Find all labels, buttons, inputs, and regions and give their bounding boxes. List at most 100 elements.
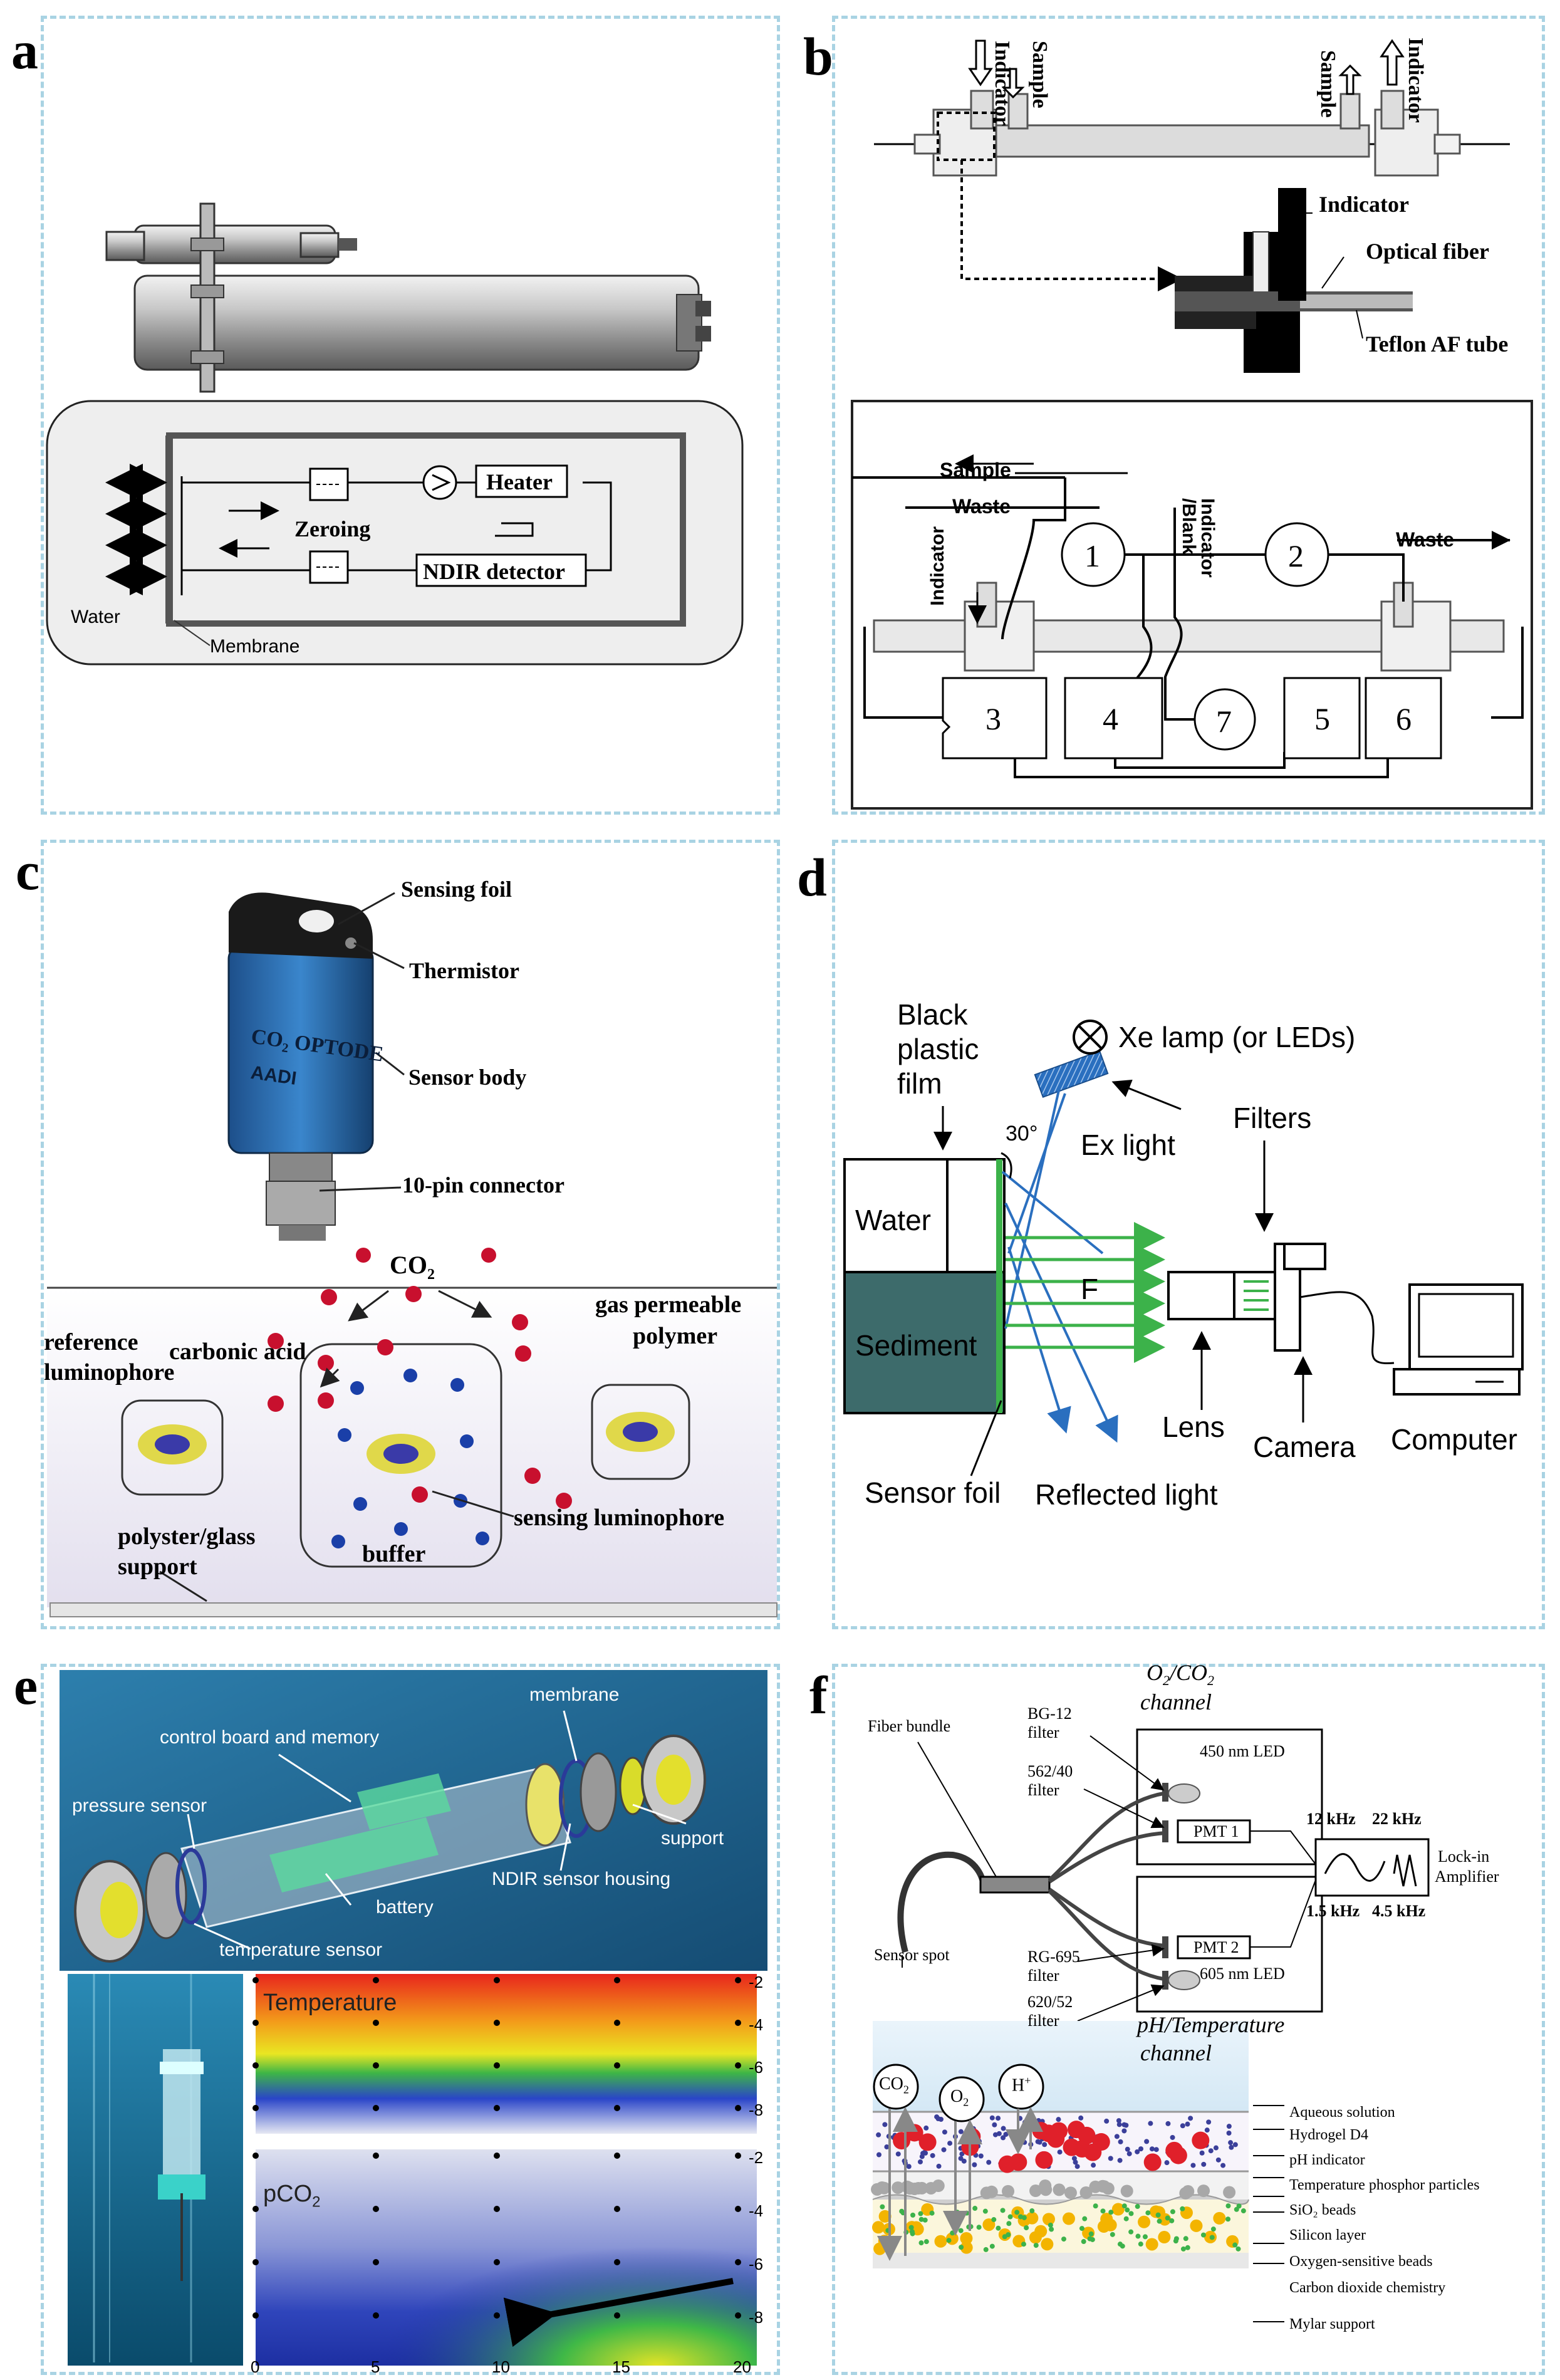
layer-particle	[1190, 2163, 1196, 2168]
layer-label: Carbon dioxide chemistry	[1289, 2280, 1446, 2296]
led450-label: 450 nm LED	[1200, 1742, 1285, 1760]
sample-top-right: Sample	[1316, 50, 1339, 118]
panel-d-frame	[832, 840, 1545, 1629]
pco2-y-tick: -4	[749, 2201, 764, 2220]
layer-particle	[1215, 2157, 1221, 2163]
layer-particle	[936, 2163, 942, 2169]
layer-particle	[1079, 2226, 1084, 2231]
layer-particle	[1223, 2186, 1236, 2199]
reference-luminophore-label-1: reference	[44, 1329, 138, 1355]
layer-particle	[1041, 2238, 1054, 2251]
layer-particle	[1104, 2218, 1117, 2231]
layer-particle	[1232, 2242, 1238, 2248]
layer-particle	[872, 2221, 885, 2234]
layer-particle	[1165, 2141, 1183, 2159]
layer-particle	[1197, 2184, 1210, 2198]
sample-point	[735, 2206, 741, 2212]
panel-c-frame	[41, 840, 780, 1629]
layer-particle	[1022, 2119, 1027, 2125]
sample-point	[252, 2020, 259, 2026]
layer-particle	[964, 2210, 970, 2216]
layer-particle	[972, 2162, 977, 2168]
co2-label-c-sub: 2	[427, 1266, 435, 1283]
x-tick: 15	[612, 2357, 630, 2376]
layer-particle	[1220, 2163, 1226, 2168]
layer-particle	[982, 2208, 988, 2214]
control-board-label: control board and memory	[160, 1727, 380, 1748]
flow-waste-left-label: Waste	[952, 495, 1011, 518]
ndir-housing-label: NDIR sensor housing	[492, 1869, 671, 1889]
layer-particle	[1073, 2159, 1078, 2165]
layer-particle	[946, 2238, 952, 2243]
led605-label: 605 nm LED	[1200, 1965, 1285, 1983]
layer-particle	[1120, 2184, 1133, 2198]
layer-particle	[959, 2245, 964, 2250]
flow-number-7: 7	[1216, 704, 1232, 739]
layer-particle	[1164, 2160, 1170, 2166]
layer-particle	[1100, 2208, 1106, 2214]
sample-point	[373, 2206, 379, 2212]
f-label: F	[1081, 1273, 1099, 1305]
layer-particle	[1135, 2233, 1141, 2239]
buffer-label: buffer	[362, 1541, 426, 1567]
pco2-y-tick: -6	[749, 2255, 764, 2273]
layer-particle	[1225, 2203, 1231, 2209]
angle-label: 30°	[1006, 1122, 1038, 1146]
layer-label: Temperature phosphor particles	[1289, 2177, 1480, 2193]
layer-particle	[1048, 2222, 1053, 2228]
co2-label-c-main: CO	[390, 1251, 427, 1279]
layer-label: Hydrogel D4	[1289, 2127, 1368, 2143]
sample-point	[252, 2312, 259, 2319]
layer-particle	[1209, 2235, 1215, 2240]
sample-point	[614, 2312, 620, 2319]
layer-particle	[1158, 2231, 1171, 2244]
sample-point	[735, 1977, 741, 1983]
indicator-zoom-label: Indicator	[1319, 192, 1409, 217]
layer-particle	[978, 2153, 984, 2159]
layer-particle	[895, 2151, 901, 2157]
layer-particle	[1155, 2212, 1161, 2218]
battery-label: battery	[376, 1897, 434, 1918]
layer-particle	[922, 2149, 927, 2155]
co2-optode-device	[227, 892, 374, 1241]
layer-particle	[890, 2238, 896, 2243]
layer-particle	[1232, 2142, 1238, 2148]
layer-particle	[1121, 2128, 1127, 2134]
reflected-light-label: Reflected light	[1035, 1478, 1218, 1511]
sample-point	[373, 2062, 379, 2069]
layer-particle	[1208, 2148, 1214, 2154]
layer-particle	[1021, 2242, 1026, 2247]
h-bubble-label-main: H	[1012, 2075, 1025, 2096]
layer-particle	[1021, 2215, 1027, 2220]
layer-particle	[917, 2159, 923, 2164]
layer-particle	[1078, 2115, 1084, 2121]
layer-particle	[1235, 2246, 1241, 2252]
x-tick: 5	[371, 2357, 380, 2376]
temperature-plot-label: Temperature	[263, 1990, 397, 2016]
layer-label: Aqueous solution	[1289, 2104, 1395, 2121]
sample-point	[614, 2105, 620, 2111]
ph-temp-channel-label-1: pH/Temperature	[1137, 2012, 1285, 2037]
panel-letter-b: b	[803, 26, 833, 86]
layer-particle	[1170, 2134, 1175, 2140]
khz15-label: 1.5 kHz	[1306, 1902, 1360, 1920]
khz12-label: 12 kHz	[1306, 1810, 1356, 1828]
layer-particle	[1057, 2149, 1063, 2155]
layer-particle	[958, 2156, 964, 2161]
layer-particle	[1079, 2186, 1093, 2199]
thermistor-label: Thermistor	[409, 958, 519, 983]
sensor-spot-label: Sensor spot	[874, 1946, 950, 1964]
layer-particle	[878, 2210, 892, 2223]
layer-particle	[1091, 2163, 1096, 2168]
layer-particle	[1210, 2226, 1216, 2232]
layer-particle	[1188, 2116, 1193, 2121]
sample-point	[373, 1977, 379, 1983]
layer-particle	[1050, 2122, 1068, 2140]
layer-particle	[1101, 2182, 1115, 2195]
layer-label: Oxygen-sensitive beads	[1289, 2253, 1433, 2270]
layer-particle	[1074, 2164, 1080, 2169]
layer-particle	[899, 2208, 905, 2214]
panel-letter-a: a	[11, 20, 38, 80]
sample-point	[373, 2020, 379, 2026]
